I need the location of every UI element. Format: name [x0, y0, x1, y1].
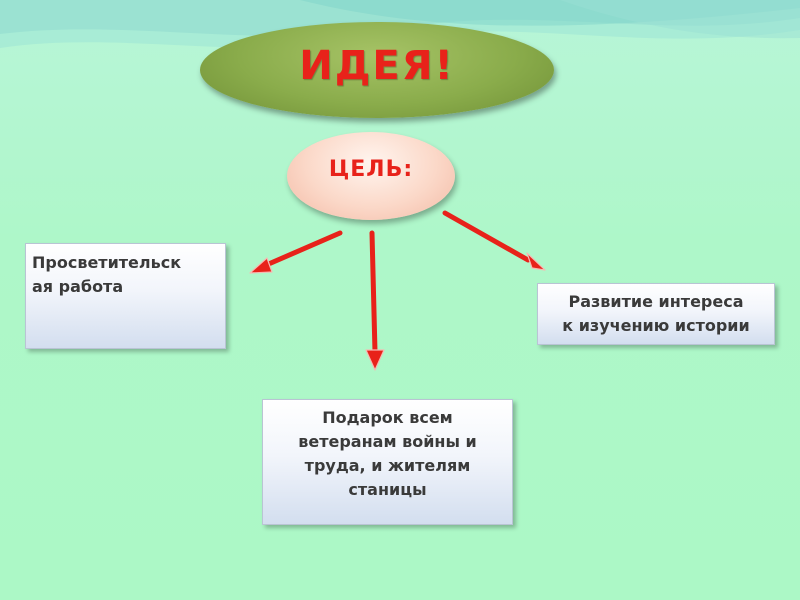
node-education: Просветительск ая работа: [25, 243, 226, 349]
node-history-line: к изучению истории: [562, 316, 750, 335]
node-gift-line: Подарок всем: [322, 408, 453, 427]
node-history-interest: Развитие интереса к изучению истории: [537, 283, 775, 345]
node-gift-line: труда, и жителям: [304, 456, 471, 475]
node-gift-line: ветеранам войны и: [298, 432, 477, 451]
arrow-left-shaft: [261, 230, 343, 269]
arrow-right-shaft: [442, 210, 531, 263]
goal-oval: ЦЕЛЬ:: [287, 132, 455, 220]
node-gift-line: станицы: [348, 480, 427, 499]
node-gift-veterans: Подарок всем ветеранам войны и труда, и …: [262, 399, 513, 525]
arrow-left-head: [249, 257, 273, 274]
node-education-line: ая работа: [32, 277, 124, 296]
node-education-line: Просветительск: [32, 253, 182, 272]
goal-label: ЦЕЛЬ:: [328, 157, 414, 182]
arrow-right-head: [526, 252, 546, 271]
idea-oval: ИДЕЯ!: [200, 22, 554, 118]
idea-title: ИДЕЯ!: [299, 43, 455, 89]
node-history-line: Развитие интереса: [568, 292, 744, 311]
arrow-bottom-head: [365, 349, 385, 371]
arrow-bottom-shaft: [369, 230, 378, 355]
decorative-waves: [0, 0, 800, 49]
